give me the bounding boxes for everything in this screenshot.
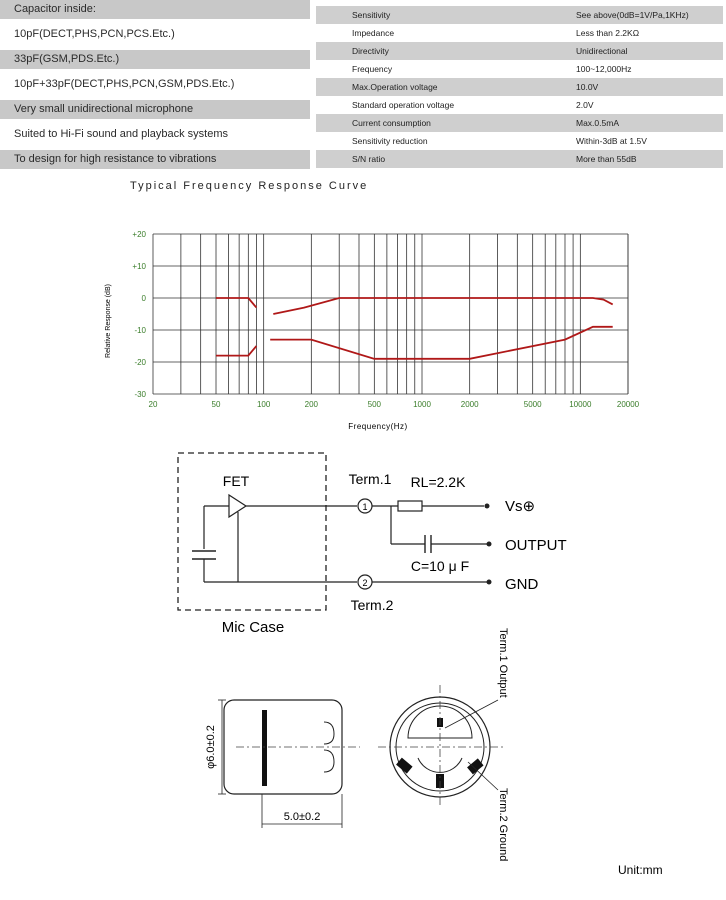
feature-item: Capacitor inside: [0,0,310,19]
x-axis-label: Frequency(Hz) [348,422,407,431]
y-tick-label: +10 [132,262,146,271]
term1-leader [444,699,499,729]
mic-side-body [223,699,343,795]
y-axis-label: Relative Response (dB) [105,284,112,358]
x-tick-label: 20 [149,400,158,409]
length-dimension: 5.0±0.2 [284,811,321,823]
y-tick-label: 0 [142,294,147,303]
chart-title: Typical Frequency Response Curve [130,180,369,192]
feature-item: 10pF(DECT,PHS,PCN,PCS.Etc.) [0,25,310,44]
response-curve [216,345,258,357]
x-tick-label: 50 [212,400,221,409]
term2-label: Term.2 [351,597,394,613]
spec-key: S/N ratio [352,154,386,164]
term2-ground-label: Term.2 Ground [497,788,509,861]
feature-item: To design for high resistance to vibrati… [0,150,310,169]
term1-output-label: Term.1 Output [497,628,509,698]
spec-value: Unidirectional [576,46,628,56]
feature-item: Suited to Hi-Fi sound and playback syste… [0,125,310,144]
response-curve [270,325,613,360]
spec-value: Within-3dB at 1.5V [576,136,647,146]
mechanical-drawing: φ6.0±0.2 5.0±0.2 Term.1 Output Term.2 Gr… [205,628,663,877]
spec-key: Frequency [352,64,393,74]
fet-label: FET [223,473,250,489]
spec-row: Frequency 100~12,000Hz [316,60,723,78]
spec-row: Directivity Unidirectional [316,42,723,60]
term1-label: Term.1 [349,471,392,487]
spec-key: Impedance [352,28,395,38]
rl-label: RL=2.2K [411,474,467,490]
spec-value: More than 55dB [576,154,637,164]
term2-leader [467,761,499,791]
response-curve [216,297,258,309]
spec-value: Less than 2.2KΩ [576,28,640,38]
spec-key: Sensitivity [352,10,391,20]
cap-label: C=10 μ F [411,558,469,574]
spec-key: Directivity [352,46,389,56]
x-tick-label: 500 [368,400,382,409]
spec-row: Impedance Less than 2.2KΩ [316,24,723,42]
gnd-label: GND [505,576,539,593]
spec-row: Sensitivity reduction Within-3dB at 1.5V [316,132,723,150]
terminal-2-number: 2 [362,578,367,588]
mic-case-label: Mic Case [222,619,285,636]
x-tick-label: 100 [257,400,271,409]
vs-label: Vs⊕ [505,498,535,515]
feature-item: 10pF+33pF(DECT,PHS,PCN,GSM,PDS.Etc.) [0,75,310,94]
response-curve [273,297,614,315]
circuit-diagram: Mic Case FET 1 Term.1 RL=2.2K Vs⊕ OUTPUT… [177,452,567,636]
x-tick-label: 5000 [524,400,542,409]
spec-row: Standard operation voltage 2.0V [316,96,723,114]
spec-row: S/N ratio More than 55dB [316,150,723,168]
y-tick-label: -10 [134,326,146,335]
feature-item: 33pF(GSM,PDS.Etc.) [0,50,310,69]
x-tick-label: 1000 [413,400,431,409]
spec-value: 10.0V [576,82,599,92]
spec-row: Sensitivity See above(0dB=1V/Pa,1KHz) [316,6,723,24]
x-tick-labels: 20 50 100 200 500 1000 2000 5000 10000 20000 [149,400,640,409]
y-tick-label: -30 [134,390,146,399]
x-tick-label: 2000 [461,400,479,409]
spec-value: 2.0V [576,100,594,110]
spec-value: Max.0.5mA [576,118,619,128]
diameter-dimension: φ6.0±0.2 [205,725,217,769]
output-label: OUTPUT [505,537,567,554]
x-tick-label: 20000 [617,400,640,409]
chart-series [216,297,614,360]
spec-key: Sensitivity reduction [352,136,428,146]
y-tick-labels: +20 +10 0 -10 -20 -30 [132,230,146,399]
spec-row: Current consumption Max.0.5mA [316,114,723,132]
load-resistor [397,500,423,512]
spec-key: Current consumption [352,118,431,128]
unit-label: Unit:mm [618,863,663,877]
chart-grid [152,233,629,395]
spec-key: Standard operation voltage [352,100,455,110]
y-tick-label: +20 [132,230,146,239]
x-tick-label: 10000 [569,400,592,409]
spec-value: 100~12,000Hz [576,64,632,74]
feature-item: Very small unidirectional microphone [0,100,310,119]
spec-value: See above(0dB=1V/Pa,1KHz) [576,10,689,20]
spec-key: Max.Operation voltage [352,82,438,92]
y-tick-label: -20 [134,358,146,367]
terminal-1-number: 1 [362,502,367,512]
x-tick-label: 200 [305,400,319,409]
spec-row: Max.Operation voltage 10.0V [316,78,723,96]
mic-case-outline [177,452,327,611]
